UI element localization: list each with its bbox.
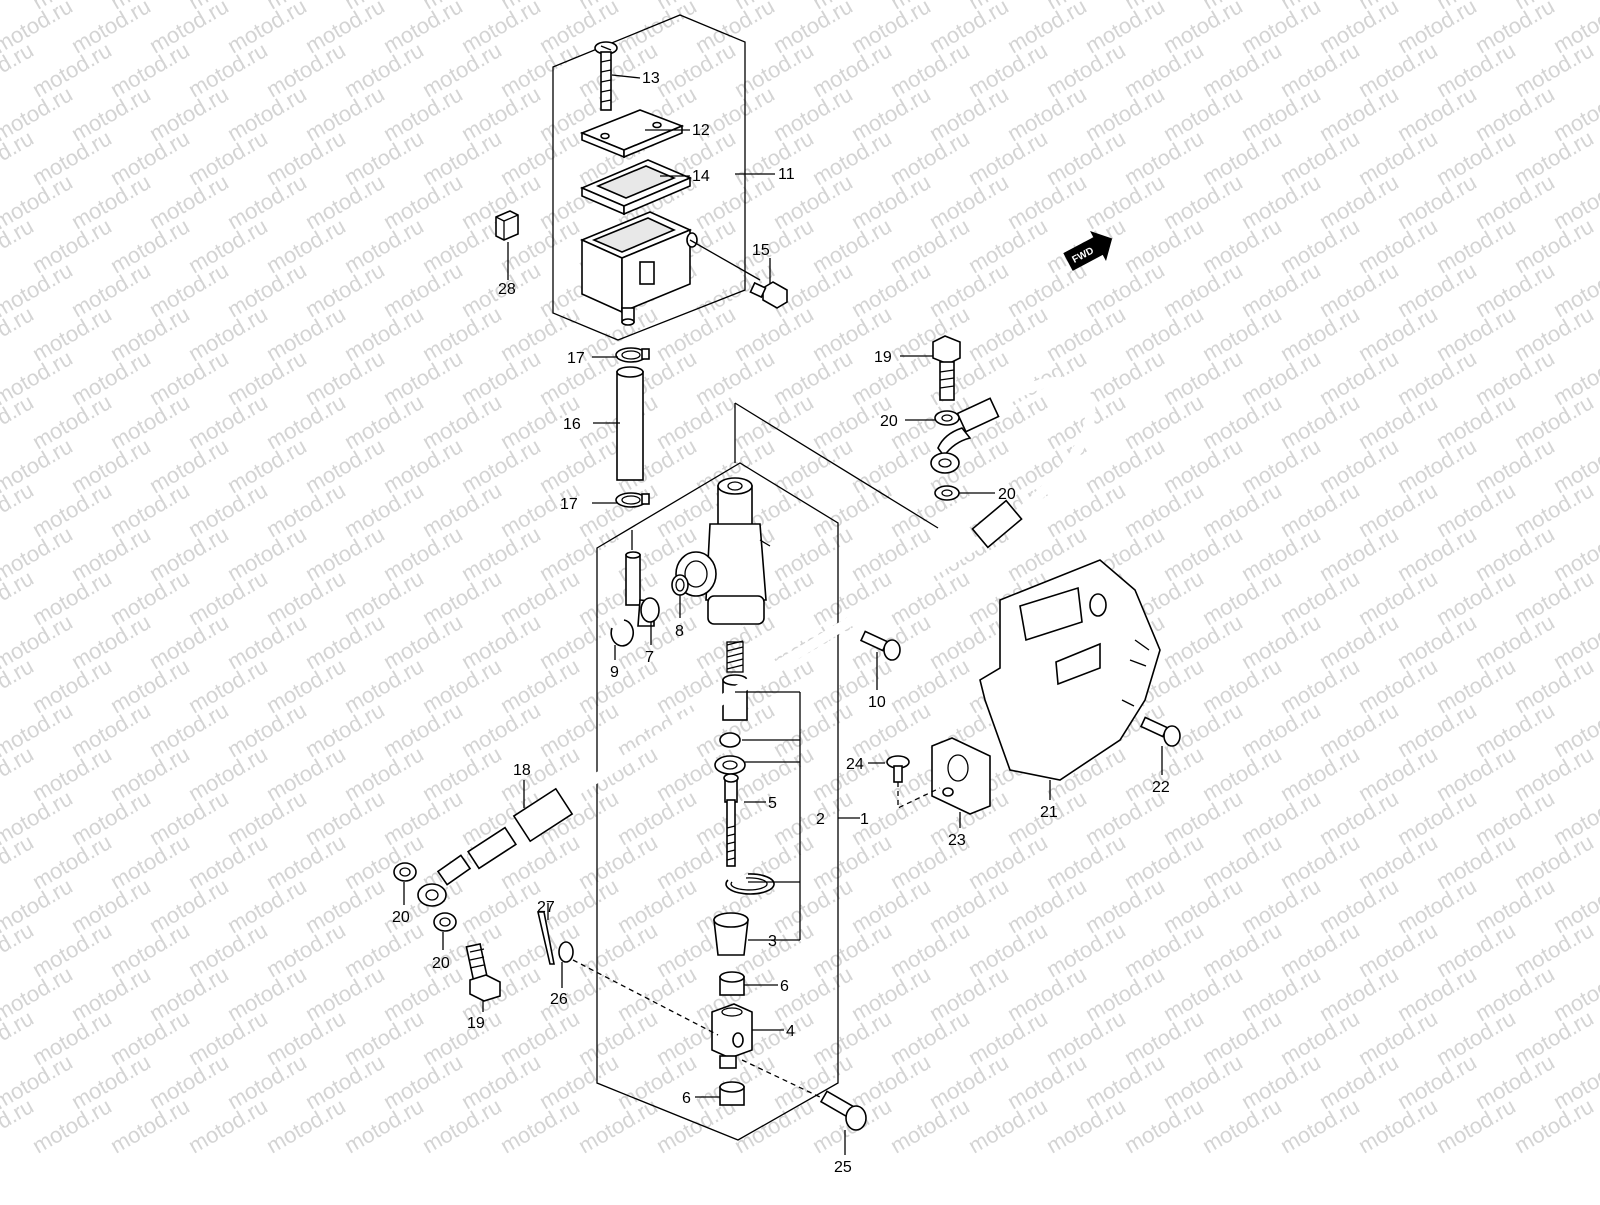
part-cap-12 [579, 109, 685, 159]
callout-labels: 1 2 3 4 5 6 6 7 8 9 10 11 12 13 14 15 16… [392, 70, 1170, 1176]
part-union-bolt-19-lower [465, 942, 501, 1002]
part-bolt-22 [1139, 716, 1181, 747]
part-cap-28 [495, 210, 519, 241]
part-clevis-4 [711, 1003, 753, 1069]
callout-1: 1 [860, 811, 869, 828]
part-clamp-17-bottom [615, 492, 650, 508]
callout-15: 15 [752, 242, 770, 259]
callout-25: 25 [834, 1159, 852, 1176]
part-washer-20-c-inner [941, 414, 953, 422]
callout-4: 4 [786, 1023, 795, 1040]
part-pin-25 [819, 1090, 867, 1131]
part-nut-6-upper [719, 971, 745, 996]
callout-3: 3 [768, 933, 777, 950]
callout-20-b: 20 [432, 955, 450, 972]
callout-19-upper: 19 [874, 349, 892, 366]
part-circlip-9 [610, 619, 634, 647]
leader-lines [403, 74, 1163, 1155]
part-nut-6-lower [719, 1081, 745, 1106]
part-screw-24 [886, 755, 910, 783]
guide-screw-24 [897, 782, 941, 810]
callout-20-a: 20 [392, 909, 410, 926]
part-union-bolt-19-upper [932, 335, 961, 401]
part-washer-20-c [934, 410, 960, 426]
part-o-ring-8 [671, 574, 689, 596]
part-brake-hose-18 [466, 376, 1096, 870]
part-connector-7 [625, 551, 660, 627]
callout-17-top: 17 [567, 350, 585, 367]
part-seal-small [719, 732, 741, 748]
part-push-rod-5 [723, 773, 739, 867]
part-washer-20-a-inner [399, 867, 411, 877]
watermark-layer: motod.rumotod.rumotod.rumotod.rumotod.ru… [0, 0, 1600, 1158]
part-screw-13 [594, 41, 618, 111]
guide-clevis [572, 959, 719, 1036]
part-seal-large [714, 755, 746, 775]
part-banjo-fitting-lower [417, 854, 472, 907]
callout-21: 21 [1040, 804, 1058, 821]
part-washer-20-b [433, 912, 457, 932]
callout-2: 2 [816, 811, 825, 828]
callout-23: 23 [948, 832, 966, 849]
forward-arrow-icon: FWD [1063, 231, 1113, 271]
callout-14: 14 [692, 168, 710, 185]
callout-7: 7 [645, 649, 654, 666]
callout-20-d: 20 [998, 486, 1016, 503]
callout-5: 5 [768, 795, 777, 812]
part-o-ring-8-inner [675, 578, 685, 592]
callout-6-upper: 6 [780, 978, 789, 995]
part-washer-20-a [393, 862, 417, 882]
part-guard-21 [979, 559, 1161, 781]
callout-6-lower: 6 [682, 1090, 691, 1107]
callout-12: 12 [692, 122, 710, 139]
part-banjo-fitting-upper [930, 427, 972, 474]
part-diaphragm-14 [579, 159, 693, 216]
guide-pin-25 [741, 1059, 823, 1099]
callout-9: 9 [610, 664, 619, 681]
part-master-cylinder-body [675, 477, 771, 625]
callout-16: 16 [563, 416, 581, 433]
callout-26: 26 [550, 991, 568, 1008]
part-washer-20-b-inner [439, 917, 451, 927]
part-bolt-15 [749, 281, 788, 309]
callout-8: 8 [675, 623, 684, 640]
callout-13: 13 [642, 70, 660, 87]
callout-10: 10 [868, 694, 886, 711]
part-circlip-large-inner [730, 877, 768, 891]
part-bolt-10 [859, 630, 901, 661]
callout-27: 27 [537, 899, 555, 916]
part-washer-20-d-inner [941, 489, 953, 497]
part-bracket-23 [931, 737, 991, 815]
callout-22: 22 [1152, 779, 1170, 796]
part-hose-16 [616, 366, 644, 481]
reservoir-assembly-frame [552, 14, 746, 341]
callout-18: 18 [513, 762, 531, 779]
callout-17-bottom: 17 [560, 496, 578, 513]
master-cylinder-assembly-frame [596, 462, 839, 1141]
part-washer-26 [558, 941, 574, 963]
callout-28: 28 [498, 281, 516, 298]
part-seal-large-inner [722, 760, 738, 770]
part-washer-20-d [934, 485, 960, 501]
part-boot-3 [713, 912, 749, 956]
callout-19-lower: 19 [467, 1015, 485, 1032]
part-spring [726, 640, 744, 673]
part-clamp-17-top [615, 347, 650, 363]
callout-11: 11 [778, 166, 795, 183]
part-reservoir-body [579, 211, 698, 326]
guide-line-to-hose [734, 402, 939, 529]
callout-24: 24 [846, 756, 864, 773]
callout-20-c: 20 [880, 413, 898, 430]
part-cotter-pin-27 [536, 911, 555, 965]
